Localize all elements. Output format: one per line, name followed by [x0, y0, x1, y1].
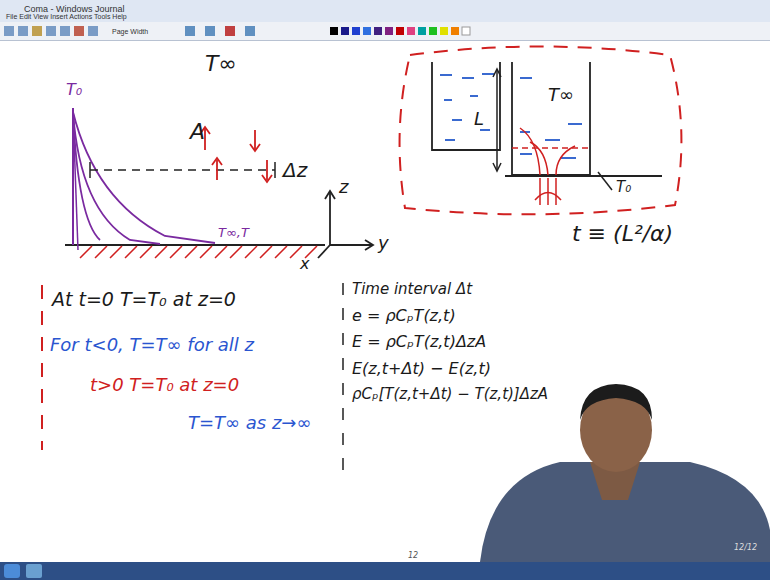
- ambient-temperature: T∞: [548, 86, 574, 105]
- toolbar-icons: [4, 26, 470, 36]
- title-bar: [0, 0, 770, 22]
- balance-step: ρCₚ[T(z,t+Δt) − T(z,t)]ΔzA: [352, 387, 548, 403]
- lecturer: [480, 384, 770, 562]
- axis-label: y: [378, 234, 389, 253]
- page-number: 12: [408, 552, 418, 560]
- balance-step: E = ρCₚT(z,t)ΔzA: [352, 334, 486, 351]
- margin-marks: [42, 283, 343, 475]
- page-count: 12/12: [734, 544, 757, 552]
- toolbar: [0, 22, 770, 40]
- boundary-condition: T=T∞ as z→∞: [188, 414, 311, 433]
- taskbar: [0, 562, 770, 580]
- balance-step: E(z,t+Δt) − E(z,t): [352, 361, 491, 378]
- slab-thickness: Δz: [283, 160, 307, 181]
- balance-step: e = ρCₚT(z,t): [352, 308, 456, 325]
- menu-bar: File Edit View Insert Actions Tools Help: [6, 13, 127, 20]
- start-button: [4, 564, 20, 578]
- container-figure: [400, 47, 682, 215]
- axis-label: x: [300, 256, 309, 273]
- base-temperature: T₀: [616, 180, 631, 196]
- initial-condition: At t=0 T=T₀ at z=0: [52, 290, 236, 310]
- zoom-label: Page Width: [112, 28, 148, 35]
- height-label: L: [474, 110, 484, 129]
- balance-step: Time interval Δt: [352, 282, 472, 298]
- time-scale: t ≡ (L²/α): [572, 222, 673, 245]
- taskbar-icon: [26, 564, 42, 578]
- initial-condition: For t<0, T=T∞ for all z: [50, 336, 254, 355]
- ambient-temperature: T∞: [205, 52, 237, 75]
- boundary-condition: t>0 T=T₀ at z=0: [90, 376, 239, 395]
- wall-temperature: T₀: [66, 82, 82, 99]
- axis-label: z: [339, 178, 348, 197]
- area-label: A: [190, 120, 205, 143]
- wall-figure: [65, 108, 373, 258]
- profile-label: T∞,T: [218, 226, 249, 240]
